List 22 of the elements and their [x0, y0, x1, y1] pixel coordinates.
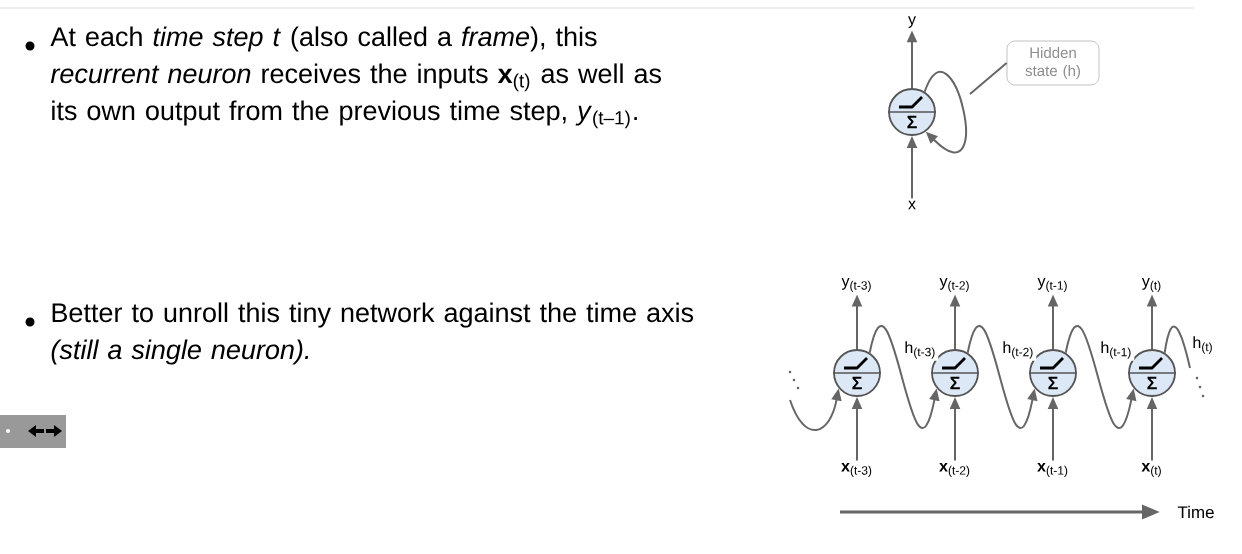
signal-label: y$_{(t-2)}$ [939, 277, 969, 293]
signal-label: x [908, 200, 916, 210]
signal-label: y [908, 16, 916, 28]
callout-box: Hidden state (h) [1006, 40, 1100, 86]
signal-label: x$_{(t-2)}$ [939, 462, 970, 478]
arrow [966, 325, 1038, 429]
signal-label: x$_{(t-3)}$ [841, 462, 872, 478]
arrow [868, 325, 940, 429]
bullet-text: At each time step t (also called a frame), this recurrent neuron receives the inputs x$_{(t)}$ as well as its own output from the previous time step, y$_{(t–1)}$. [50, 26, 661, 129]
leader-line [969, 62, 1008, 95]
signal-label: x$_{(t)}$ [1141, 462, 1161, 478]
axis-label: Time [1177, 505, 1214, 519]
signal-label: x$_{(t-1)}$ [1037, 462, 1068, 478]
arrow [923, 70, 967, 154]
neuron-drawing: Σ [832, 349, 882, 397]
signal-label: y$_{(t-1)}$ [1037, 277, 1067, 293]
arrow [1064, 325, 1137, 429]
signal-label: y$_{(t-3)}$ [841, 277, 871, 293]
signal-label: y$_{(t)}$ [1141, 277, 1161, 293]
neuron-drawing: Σ [887, 88, 937, 136]
edge-label: h$_{(t)}$ [1193, 336, 1212, 354]
bullet-text: Better to unroll this tiny network against the time axis (still a single neuron). [51, 302, 694, 365]
